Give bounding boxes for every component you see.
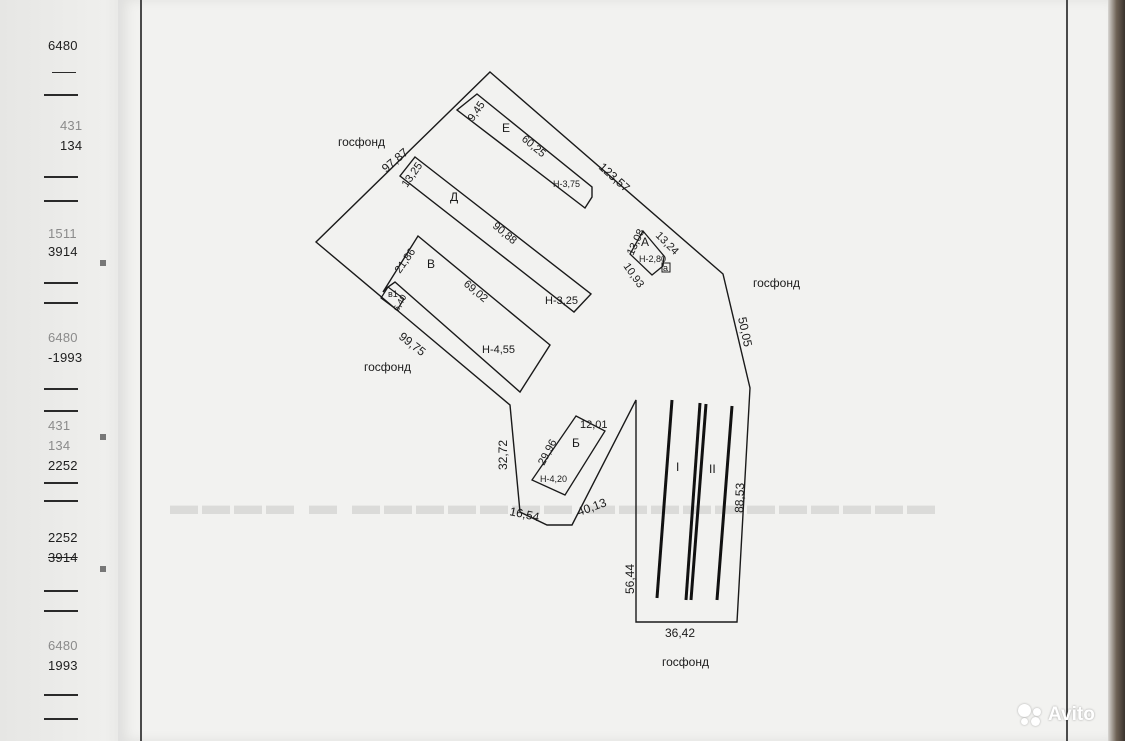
margin-number: 6480 — [48, 38, 78, 53]
margin-number: 431 — [60, 118, 83, 133]
building-letter: Б — [572, 436, 580, 450]
dimension-label: 16,54 — [508, 504, 541, 524]
dimension-label: 36,42 — [665, 626, 695, 640]
page-frame — [140, 0, 1068, 741]
margin-rule — [44, 482, 78, 484]
dimension-label: 40,13 — [575, 495, 608, 519]
margin-number: -1993 — [48, 350, 83, 365]
neighbor-label: госфонд — [662, 655, 709, 669]
margin-tick — [100, 260, 106, 266]
building-b — [531, 415, 606, 496]
plot-boundary — [314, 71, 751, 623]
dimension-label: 32,72 — [496, 440, 510, 470]
dimension-label: 99,75 — [396, 329, 429, 359]
margin-rule — [44, 500, 78, 502]
margin-rule — [44, 610, 78, 612]
dimension-label: 56,44 — [623, 564, 637, 594]
margin-rule — [44, 388, 78, 390]
dimension-label: 50,05 — [735, 316, 755, 349]
building-e — [455, 93, 593, 210]
height-label: Н-4,55 — [482, 344, 515, 356]
margin-number: 6480 — [48, 638, 78, 653]
dimension-label: 12,01 — [580, 419, 608, 431]
track-line — [715, 405, 734, 601]
neighbor-label: госфонд — [364, 360, 411, 374]
neighbor-label: госфонд — [753, 276, 800, 290]
building-a-porch — [661, 262, 671, 273]
height-label: Н-3,25 — [545, 295, 578, 307]
margin-rule — [52, 72, 76, 73]
margin-number: 1993 — [48, 658, 78, 673]
track-label: I — [676, 460, 679, 474]
track-line — [684, 402, 702, 601]
track-label: II — [709, 462, 716, 476]
dimension-label: 60,25 — [519, 133, 548, 160]
building-letter: Е — [502, 121, 510, 135]
dimension-label: 88,53 — [732, 482, 747, 513]
building-a — [629, 229, 665, 276]
margin-rule — [44, 94, 78, 96]
building-letter: Д — [450, 190, 458, 204]
dimension-label: 90,88 — [490, 220, 519, 247]
track-line — [689, 403, 708, 601]
dimension-label: 21,86 — [393, 246, 419, 275]
margin-number: 134 — [60, 138, 83, 153]
margin-tick — [100, 434, 106, 440]
porch-label: а — [663, 263, 668, 273]
background-edge — [1108, 0, 1125, 741]
track-line — [655, 399, 674, 599]
building-letter: В — [427, 257, 435, 271]
avito-logo-icon — [1018, 704, 1044, 726]
margin-rule — [44, 590, 78, 592]
dimension-label: 123,57 — [596, 160, 633, 195]
height-label: Н-2,80 — [639, 254, 666, 264]
height-label: Н-3,75 — [553, 179, 580, 189]
margin-number: 431 — [48, 418, 71, 433]
dimension-label: 13,25 — [400, 160, 426, 189]
building-letter: А — [641, 235, 649, 249]
building-d — [399, 156, 593, 313]
margin-number: 3914 — [48, 244, 78, 259]
watermark-text: Avito — [1048, 704, 1095, 725]
margin-number: 6480 — [48, 330, 78, 345]
dimension-label: 29,96 — [536, 437, 560, 467]
show-through-text: ▬▬▬▬ ▬ ▬▬▬▬▬▬▬ ▬▬▬▬▬▬▬▬▬▬▬ — [170, 490, 939, 521]
building-v — [382, 234, 551, 394]
neighbor-label: госфонд — [338, 135, 385, 149]
avito-watermark: Avito — [1018, 702, 1095, 728]
margin-rule — [44, 282, 78, 284]
margin-number: 2252 — [48, 458, 78, 473]
building-letter: в1 — [388, 289, 398, 299]
dimension-label: 69,02 — [461, 278, 490, 305]
dimension-label: 9,45 — [466, 99, 488, 123]
document-sheet — [118, 0, 1108, 741]
margin-rule — [44, 694, 78, 696]
margin-rule — [44, 176, 78, 178]
margin-rule — [44, 302, 78, 304]
margin-tick — [100, 566, 106, 572]
margin-number: 1511 — [48, 226, 77, 241]
margin-rule — [44, 200, 78, 202]
height-label: Н-4,20 — [540, 474, 567, 484]
margin-number: 3914 — [48, 550, 78, 565]
margin-rule — [44, 718, 78, 720]
margin-rule — [44, 410, 78, 412]
margin-number: 2252 — [48, 530, 78, 545]
building-v1 — [380, 286, 405, 311]
dimension-label: 97,87 — [379, 145, 411, 175]
margin-number: 134 — [48, 438, 71, 453]
